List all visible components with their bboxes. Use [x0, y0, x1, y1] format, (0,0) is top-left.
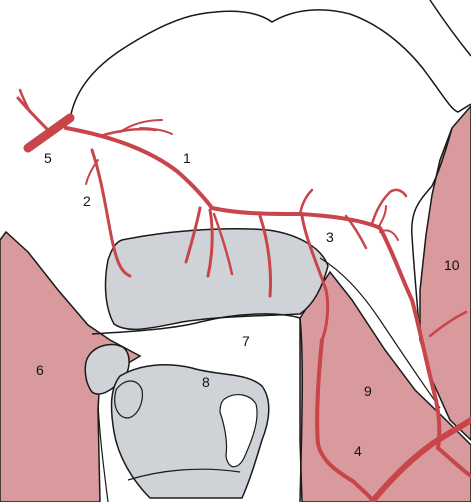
- artery-branch-3-up: [300, 190, 312, 214]
- artery-upper-branch: [100, 129, 156, 136]
- label-10: 10: [444, 257, 460, 273]
- label-8: 8: [202, 374, 210, 390]
- artery-upper-right-a: [372, 190, 406, 224]
- label-3: 3: [326, 229, 334, 245]
- label-9: 9: [364, 383, 372, 399]
- upper-gray-structure: [106, 229, 328, 330]
- label-5: 5: [44, 150, 52, 166]
- right-upper-contour: [430, 0, 471, 56]
- artery-branch-top-left: [18, 98, 50, 132]
- artery-branch-2-twig: [86, 160, 98, 184]
- upper-contour-outline: [70, 10, 471, 120]
- label-7: 7: [242, 333, 250, 349]
- artery-upper-right-b: [378, 206, 386, 228]
- label-6: 6: [36, 362, 44, 378]
- label-2: 2: [83, 193, 91, 209]
- label-4: 4: [354, 443, 362, 459]
- label-1: 1: [183, 150, 191, 166]
